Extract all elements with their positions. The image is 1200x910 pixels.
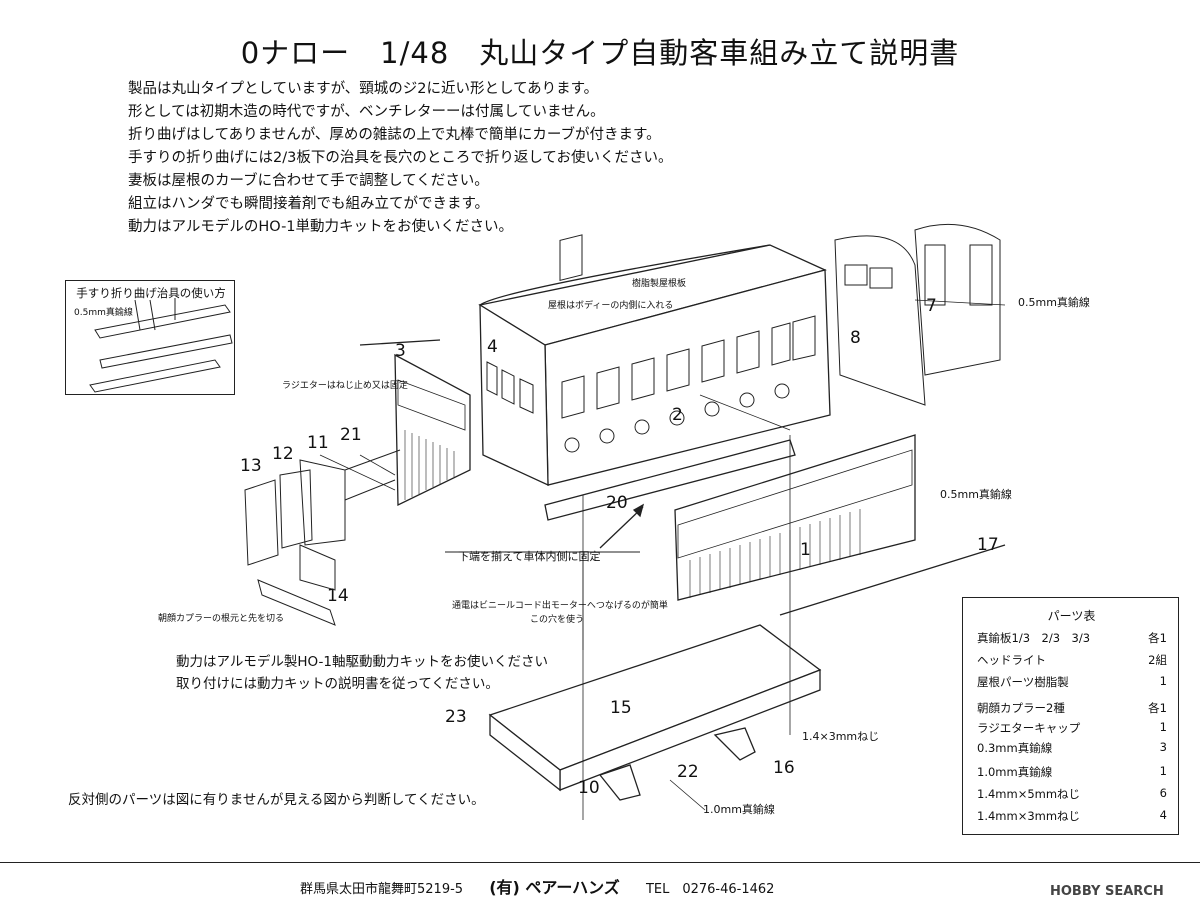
parts-row: 1.4mm×5mmねじ 6 — [977, 786, 1167, 802]
roof-note: 屋根はボディーの内側に入れる — [548, 301, 674, 311]
part-number: 10 — [578, 778, 600, 798]
part-number: 12 — [272, 444, 294, 464]
page-title: 0ナロー 1/48 丸山タイプ自動客車組み立て説明書 — [240, 36, 960, 70]
part-number: 13 — [240, 456, 262, 476]
screw-label: 1.4×3mmねじ — [802, 730, 880, 743]
note-item: 妻板は屋根のカーブに合わせて手で調整してください。 — [128, 173, 489, 189]
footer-address: 群馬県太田市龍舞町5219-5 — [300, 882, 464, 897]
parts-row: 1.0mm真鍮線 1 — [977, 764, 1167, 780]
footer-divider — [0, 862, 1200, 863]
parts-row: 0.3mm真鍮線 3 — [977, 740, 1167, 756]
note-item: 手すりの折り曲げには2/3板下の治具を長穴のところで折り返してお使いください。 — [128, 150, 673, 166]
jig-usage-box: 手すり折り曲げ治具の使い方 0.5mm真鍮線 — [65, 280, 235, 395]
part-number: 16 — [773, 758, 795, 778]
part-number: 2 — [672, 405, 683, 425]
jig-title: 手すり折り曲げ治具の使い方 — [76, 286, 226, 300]
end-panel-part-3 — [359, 339, 471, 507]
coupler-note: 朝顔カプラーの根元と先を切る — [158, 614, 285, 624]
parts-name: 0.3mm真鍮線 — [977, 741, 1053, 755]
parts-name: 1.0mm真鍮線 — [977, 765, 1053, 779]
parts-row: ラジエターキャップ 1 — [977, 720, 1167, 736]
footer-tel: TEL 0276-46-1462 — [645, 882, 775, 897]
parts-name: 1.4mm×5mmねじ — [977, 787, 1081, 801]
watermark: HOBBY SEARCH — [1050, 884, 1164, 899]
part-number: 11 — [307, 433, 329, 453]
parts-qty: 1 — [1159, 720, 1167, 734]
part-number: 21 — [340, 425, 362, 445]
note-item: 折り曲げはしてありませんが、厚めの雑誌の上で丸棒で簡単にカーブが付きます。 — [128, 127, 661, 143]
parts-qty: 1 — [1159, 674, 1167, 688]
part-number: 22 — [677, 762, 699, 782]
notes-list: 製品は丸山タイプとしていますが、頸城のジ2に近い形としてあります。 形としては初… — [128, 78, 672, 239]
parts-row: 朝顔カプラー2種 各1 — [977, 700, 1167, 716]
hole-note: この穴を使う — [530, 615, 585, 625]
chassis-part-15 — [488, 624, 822, 801]
parts-name: ヘッドライト — [977, 653, 1046, 667]
note-item: 形としては初期木造の時代ですが、ベンチレターーは付属していません。 — [128, 104, 605, 120]
power-note-1: 動力はアルモデル製HO-1軸駆動動力キットをお使いください — [176, 654, 548, 670]
part-number: 7 — [926, 296, 937, 316]
parts-name: 真鍮板1/3 2/3 3/3 — [977, 631, 1091, 645]
footer: 群馬県太田市龍舞町5219-5 (有) ペアーハンズ TEL 0276-46-1… — [300, 874, 774, 898]
jig-wire-label: 0.5mm真鍮線 — [74, 308, 133, 318]
note-item: 動力はアルモデルのHO-1単動力キットをお使いください。 — [128, 219, 514, 235]
part-number: 15 — [610, 698, 632, 718]
opposite-note: 反対側のパーツは図に有りませんが見える図から判断してください。 — [68, 792, 485, 808]
parts-qty: 1 — [1159, 764, 1167, 778]
parts-name: 屋根パーツ樹脂製 — [977, 675, 1069, 689]
parts-qty: 6 — [1159, 786, 1167, 800]
parts-table: パーツ表 真鍮板1/3 2/3 3/3 各1 ヘッドライト 2組 屋根パーツ樹脂製 1… — [962, 597, 1179, 835]
part-number: 3 — [395, 341, 406, 361]
parts-name: 朝顔カプラー2種 — [977, 701, 1065, 715]
parts-name: 1.4mm×3mmねじ — [977, 809, 1081, 823]
note-item: 組立はハンダでも瞬間接着剤でも組み立てができます。 — [128, 196, 490, 212]
strip-part-20 — [544, 439, 796, 521]
parts-row: 1.4mm×3mmねじ 4 — [977, 808, 1167, 824]
roof-label: 樹脂製屋根板 — [632, 279, 687, 289]
parts-row: 真鍮板1/3 2/3 3/3 各1 — [977, 630, 1167, 646]
parts-qty: 2組 — [1148, 653, 1167, 667]
parts-table-title: パーツ表 — [1047, 609, 1096, 623]
wiring-note: 通電はビニールコード出モーターへつなげるのが簡単 — [452, 601, 668, 611]
fix-note: 下端を揃えて車体内側に固定 — [458, 550, 601, 563]
wire-label-mid: 0.5mm真鍮線 — [940, 488, 1012, 501]
footer-company: (有) ペアーハンズ — [489, 878, 620, 897]
part-number: 8 — [850, 328, 861, 348]
radiator-note: ラジエターはねじ止め又は固定 — [282, 381, 408, 391]
part-number: 23 — [445, 707, 467, 727]
jig-sketch — [89, 298, 233, 393]
radiator-parts — [244, 449, 401, 626]
parts-qty: 各1 — [1148, 701, 1167, 715]
parts-qty: 3 — [1159, 740, 1167, 754]
part-number: 14 — [327, 586, 349, 606]
parts-qty: 4 — [1159, 808, 1167, 822]
side-panel-part-1 — [674, 434, 1006, 616]
power-note-2: 取り付けには動力キットの説明書を従ってください。 — [176, 676, 499, 692]
rear-panels — [834, 223, 1001, 406]
part-number: 4 — [487, 337, 498, 357]
wire-label-top: 0.5mm真鍮線 — [1018, 296, 1090, 309]
parts-row: ヘッドライト 2組 — [977, 652, 1167, 668]
parts-row: 屋根パーツ樹脂製 1 — [977, 674, 1167, 690]
wire-label-bottom: 1.0mm真鍮線 — [703, 803, 775, 816]
car-body-part-2 — [478, 234, 831, 487]
part-number: 20 — [606, 493, 628, 513]
note-item: 製品は丸山タイプとしていますが、頸城のジ2に近い形としてあります。 — [128, 81, 599, 97]
parts-name: ラジエターキャップ — [977, 721, 1081, 735]
part-number: 17 — [977, 535, 999, 555]
part-number: 1 — [800, 540, 811, 560]
parts-qty: 各1 — [1148, 631, 1167, 645]
